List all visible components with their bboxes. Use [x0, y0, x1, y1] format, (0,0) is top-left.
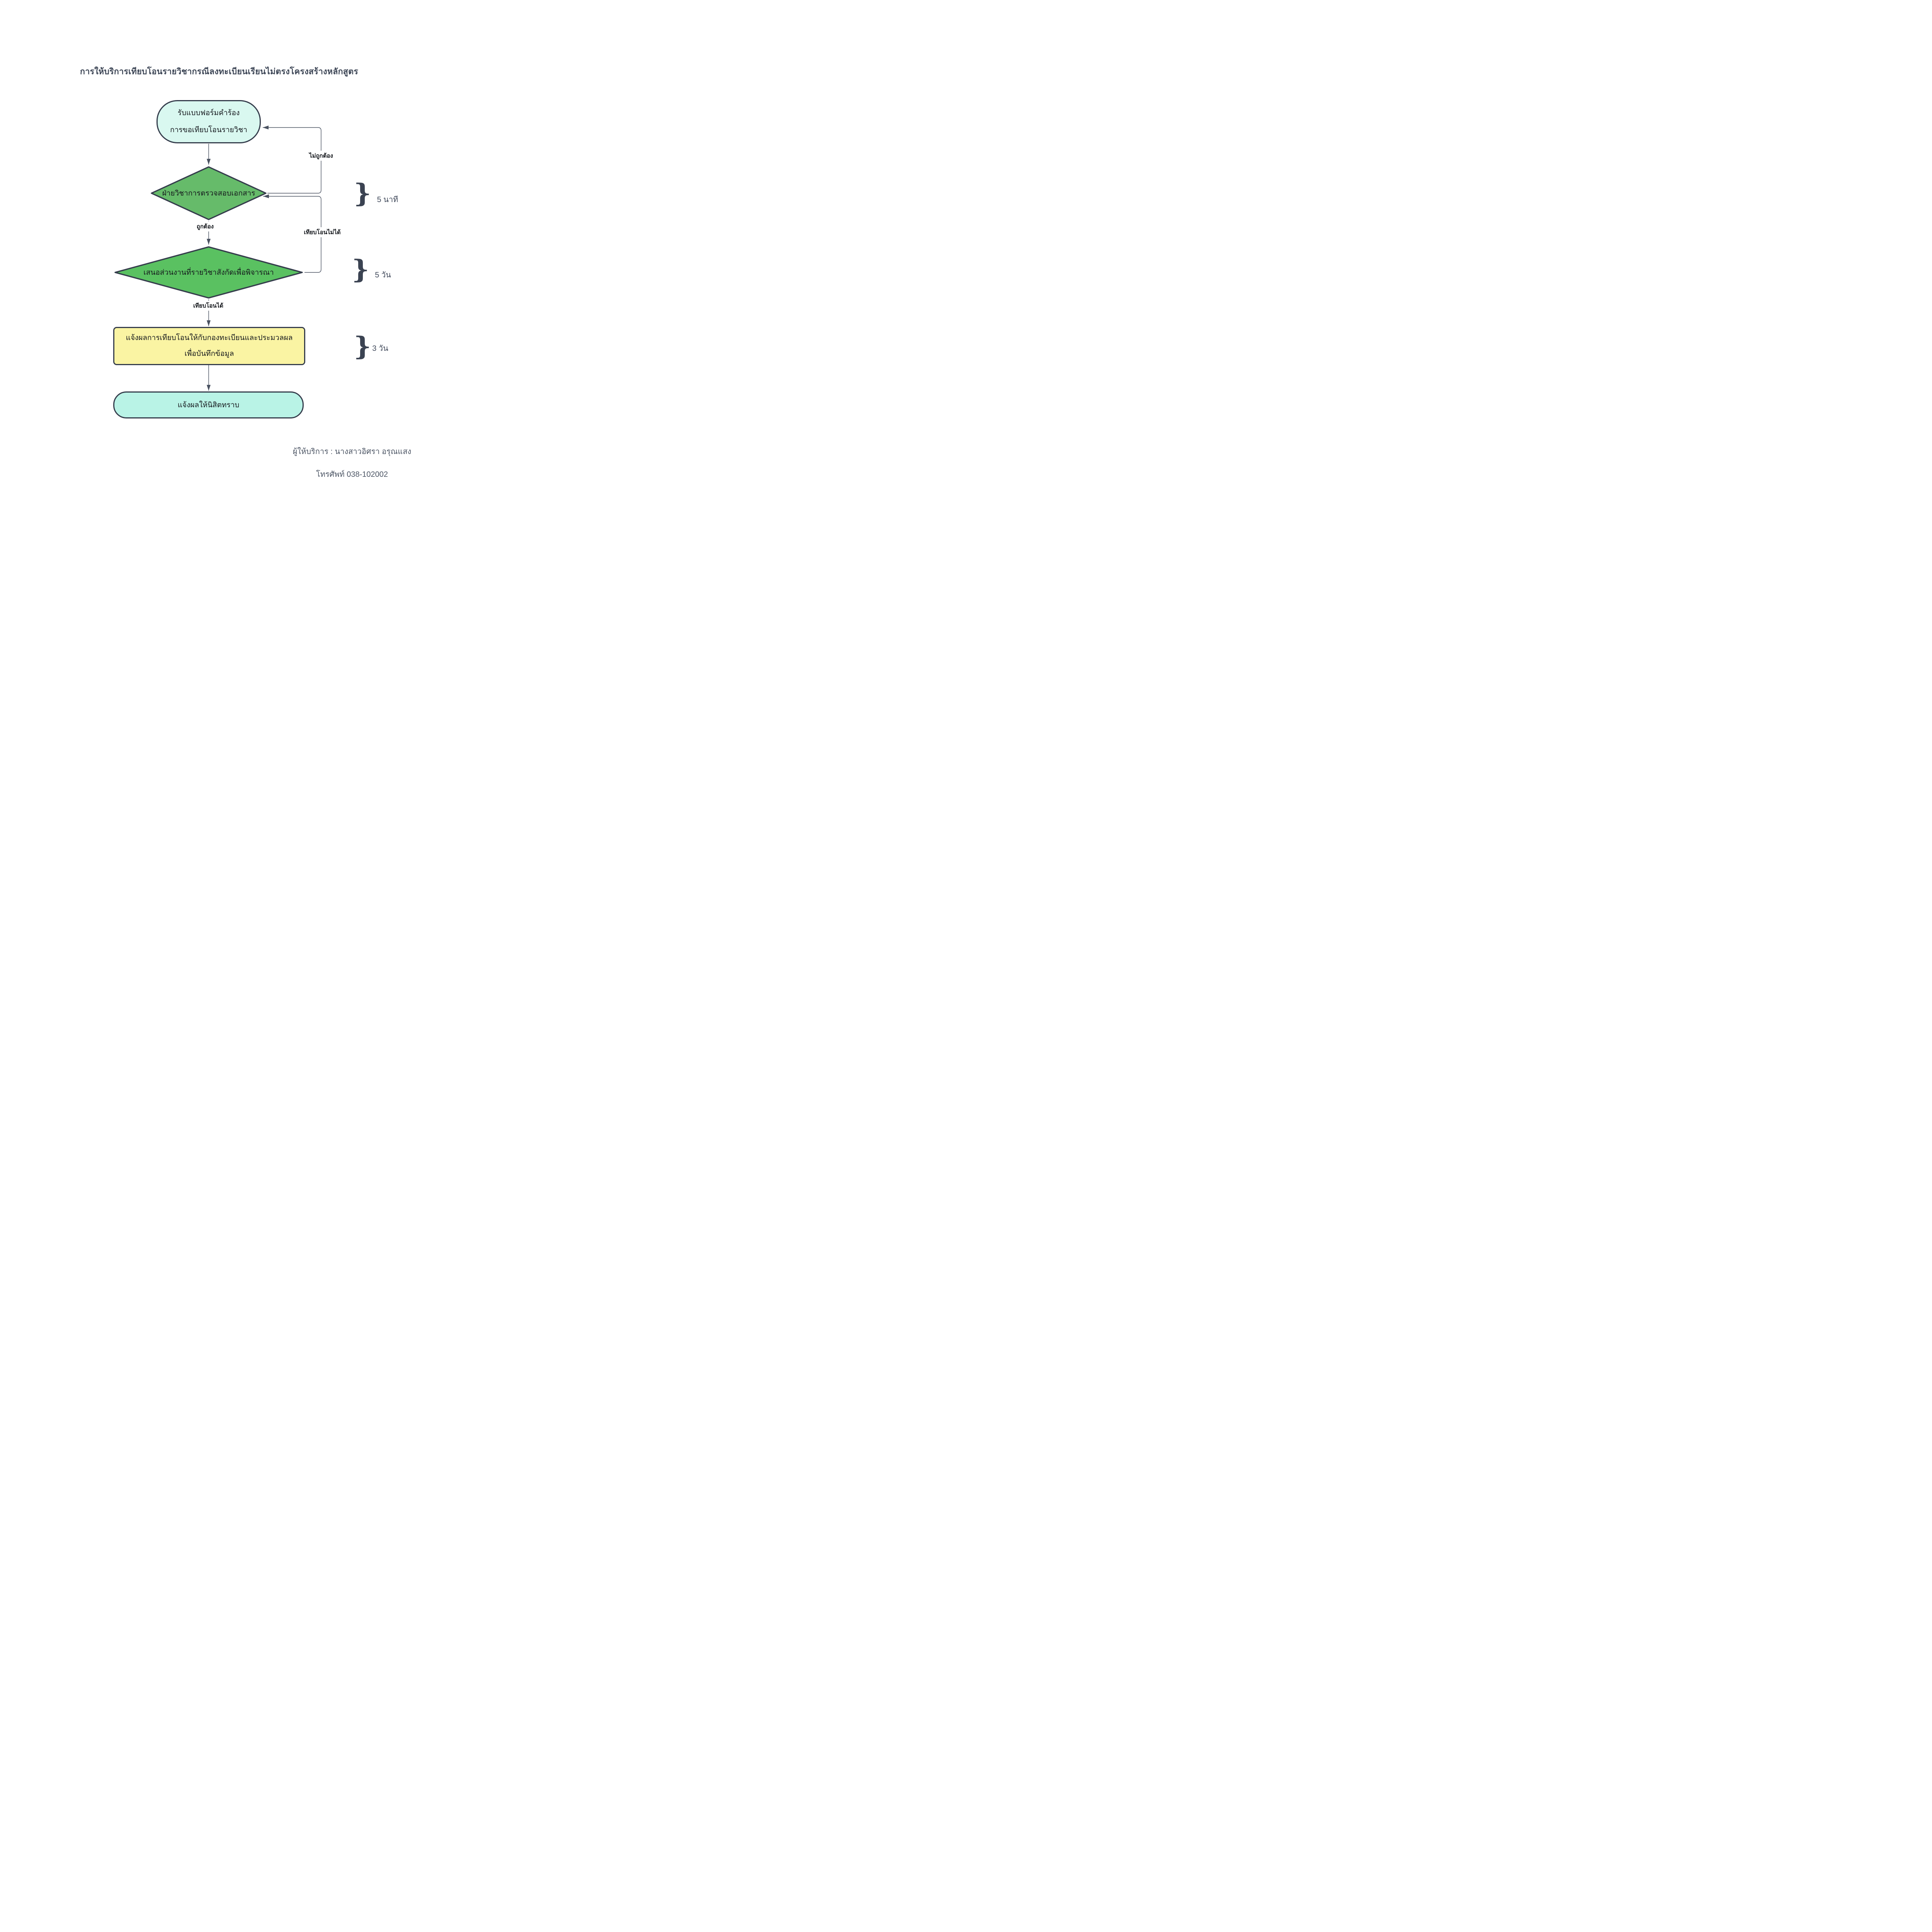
edge-label-can-transfer: เทียบโอนได้ — [191, 301, 226, 311]
duration-consider: 5 วัน — [375, 271, 391, 279]
edge-label-cannot-transfer: เทียบโอนไม่ได้ — [301, 227, 343, 237]
node-decision-department-consider: เสนอส่วนงานที่รายวิชาสังกัดเพื่อพิจารณา — [114, 245, 304, 299]
node-decision-department-consider-label: เสนอส่วนงานที่รายวิชาสังกัดเพื่อพิจารณา — [143, 269, 274, 277]
node-decision-document-check: ฝ่ายวิชาการตรวจสอบเอกสาร — [150, 165, 267, 221]
phone-number-text: โทรศัพท์ 038-102002 — [316, 470, 388, 479]
node-process-notify-registrar-text: แจ้งผลการเทียบโอนให้กับกองทะเบียนและประม… — [126, 333, 293, 358]
brace-icon: } — [352, 254, 369, 284]
brace-icon: } — [354, 331, 371, 361]
edge-label-incorrect: ไม่ถูกต้อง — [307, 151, 335, 161]
duration-check: 5 นาที — [377, 196, 398, 204]
footer: ผู้ให้บริการ : นางสาวอิศรา อรุณแสง โทรศั… — [292, 445, 412, 480]
node-end-notify-student-label: แจ้งผลให้นิสิตทราบ — [177, 401, 240, 409]
page-title: การให้บริการเทียบโอนรายวิชากรณีลงทะเบียน… — [80, 67, 359, 76]
edge-label-correct: ถูกต้อง — [194, 221, 216, 231]
flowchart-canvas: การให้บริการเทียบโอนรายวิชากรณีลงทะเบียน… — [0, 0, 497, 497]
node-start-receive-form: รับแบบฟอร์มคำร้อง การขอเทียบโอนรายวิชา — [156, 100, 261, 143]
node-process-notify-registrar: แจ้งผลการเทียบโอนให้กับกองทะเบียนและประม… — [113, 327, 305, 365]
brace-icon: } — [354, 178, 371, 208]
service-provider-text: ผู้ให้บริการ : นางสาวอิศรา อรุณแสง — [293, 447, 412, 456]
node-start-text: รับแบบฟอร์มคำร้อง การขอเทียบโอนรายวิชา — [170, 109, 247, 134]
duration-record: 3 วัน — [372, 344, 388, 353]
node-end-notify-student: แจ้งผลให้นิสิตทราบ — [113, 391, 304, 418]
diamond-shape — [151, 166, 267, 220]
diamond-shape — [114, 246, 303, 299]
node-decision-document-check-label: ฝ่ายวิชาการตรวจสอบเอกสาร — [162, 189, 255, 197]
